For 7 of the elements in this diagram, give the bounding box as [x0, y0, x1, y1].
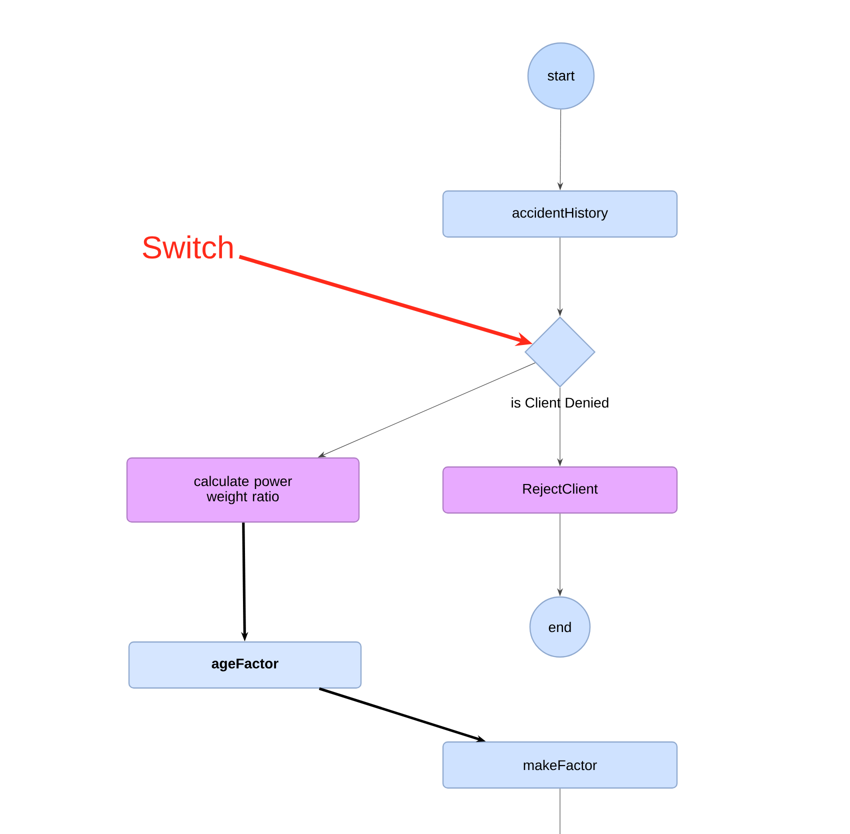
node-caption: is Client Denied — [510, 396, 610, 409]
process-box: makeFactor — [442, 741, 678, 789]
annotation-text: Switch — [142, 235, 233, 259]
process-box: RejectClient — [442, 466, 678, 514]
process-box: ageFactor — [128, 641, 362, 689]
process-box: calculate power weight ratio — [126, 457, 360, 523]
process-box: accidentHistory — [442, 190, 678, 238]
